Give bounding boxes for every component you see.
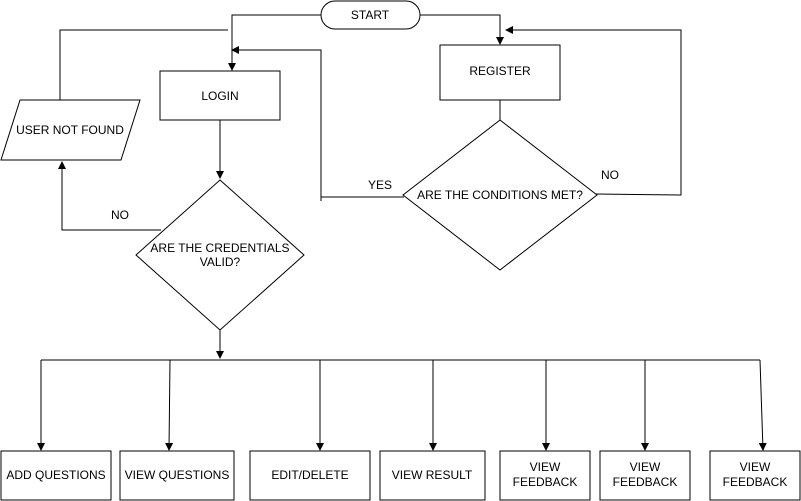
view-feedback-2-line1: VIEW (630, 460, 661, 474)
user-not-found-node[interactable] (0, 99, 141, 161)
view-result-node[interactable] (379, 450, 486, 501)
edit-delete-label: EDIT/DELETE (271, 468, 348, 482)
start-node[interactable] (320, 0, 421, 30)
user-not-found-label: USER NOT FOUND (16, 123, 124, 137)
credentials-label-line2: VALID? (200, 255, 241, 269)
add-questions-node[interactable] (0, 450, 112, 501)
edge-drop-fb3 (758, 359, 767, 451)
login-label: LOGIN (201, 89, 238, 103)
edge-start-login (228, 14, 321, 71)
view-feedback-1-line1: VIEW (530, 460, 561, 474)
view-feedback-1-node[interactable] (499, 450, 591, 501)
conditions-label: ARE THE CONDITIONS MET? (417, 188, 583, 202)
edge-credentials-no (58, 161, 161, 231)
start-label: START (351, 8, 390, 22)
edge-conditions-no (505, 26, 682, 196)
register-node[interactable] (439, 44, 561, 101)
view-feedback-2-node[interactable] (599, 450, 691, 501)
edge-drop-viewq (165, 359, 174, 451)
edit-delete-node[interactable] (249, 450, 371, 501)
view-feedback-2-line2: FEEDBACK (613, 475, 678, 489)
view-feedback-3-node[interactable] (709, 450, 801, 501)
label-conditions-no: NO (601, 168, 619, 182)
label-credentials-no: NO (111, 208, 129, 222)
edge-conditions-yes (231, 46, 404, 198)
add-questions-label: ADD QUESTIONS (6, 468, 105, 482)
view-questions-node[interactable] (119, 450, 235, 501)
edge-start-register (420, 14, 504, 45)
view-questions-label: VIEW QUESTIONS (125, 468, 230, 482)
login-node[interactable] (159, 70, 281, 121)
view-feedback-1-line2: FEEDBACK (513, 475, 578, 489)
edge-notfound-login (59, 29, 228, 100)
credentials-label-line1: ARE THE CREDENTIALS (150, 241, 289, 255)
conditions-decision[interactable] (402, 119, 598, 271)
view-feedback-3-line2: FEEDBACK (723, 475, 788, 489)
register-label: REGISTER (469, 64, 531, 78)
view-feedback-3-line1: VIEW (740, 460, 771, 474)
label-conditions-yes: YES (368, 178, 392, 192)
credentials-decision[interactable] (135, 179, 305, 331)
view-result-label: VIEW RESULT (392, 468, 473, 482)
